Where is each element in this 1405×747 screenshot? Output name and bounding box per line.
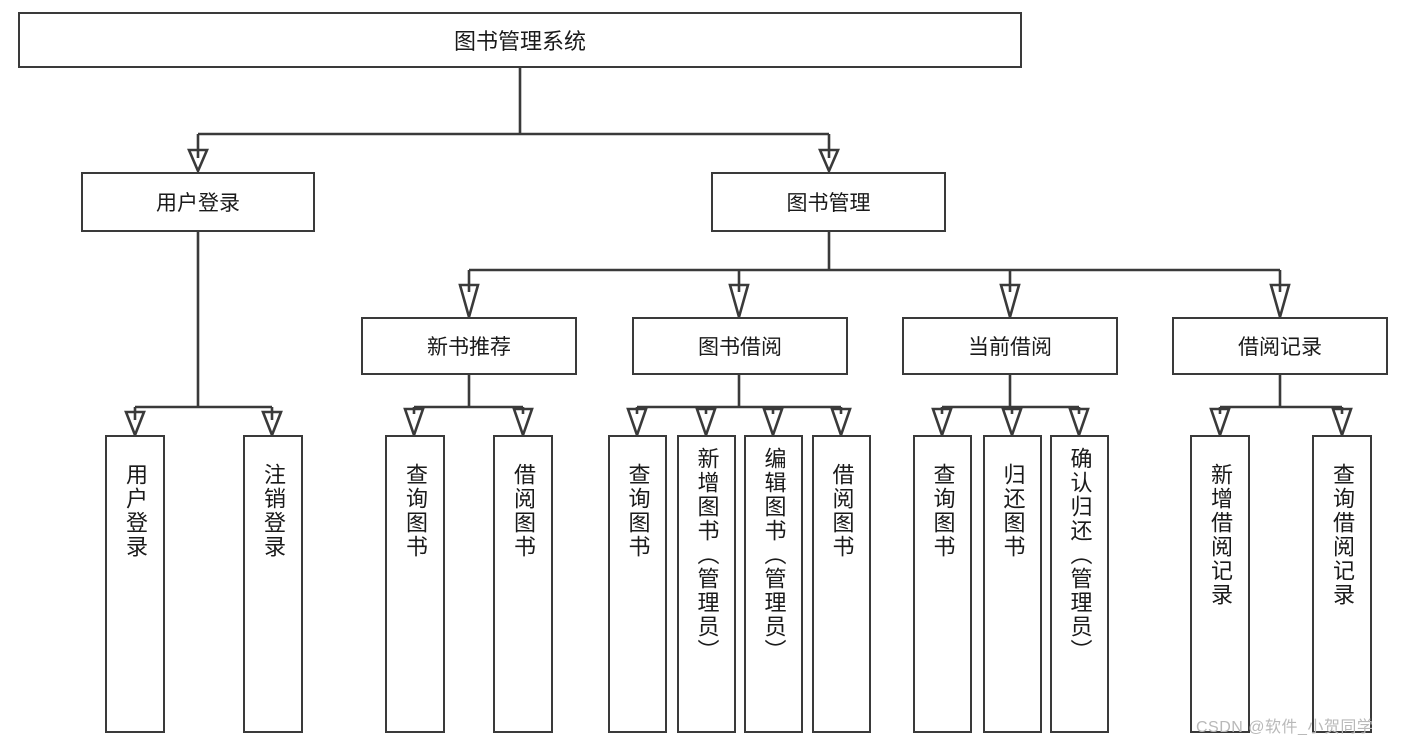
node-book-borrow[interactable]: 图书借阅 — [632, 317, 848, 375]
node-borrow-record[interactable]: 借阅记录 — [1172, 317, 1388, 375]
node-label: 借阅图书 — [829, 463, 855, 559]
leaf-user-login[interactable]: 用户登录 — [105, 435, 165, 733]
node-label: 用户登录 — [156, 192, 240, 215]
node-label: 查询图书 — [402, 463, 428, 559]
leaf-confirm-return-admin[interactable]: 确认归还（管理员） — [1050, 435, 1109, 733]
leaf-edit-book-admin[interactable]: 编辑图书（管理员） — [744, 435, 803, 733]
leaf-logout[interactable]: 注销登录 — [243, 435, 303, 733]
node-label: 查询图书 — [930, 463, 956, 559]
leaf-query-book-recommend[interactable]: 查询图书 — [385, 435, 445, 733]
node-label: 新增借阅记录 — [1207, 463, 1233, 607]
node-label: 查询借阅记录 — [1329, 463, 1355, 607]
node-new-book-recommend[interactable]: 新书推荐 — [361, 317, 577, 375]
leaf-borrow-book[interactable]: 借阅图书 — [812, 435, 871, 733]
node-label: 图书管理 — [786, 192, 871, 215]
leaf-query-book-current[interactable]: 查询图书 — [913, 435, 972, 733]
node-label: 查询图书 — [625, 463, 651, 559]
node-label: 归还图书 — [1000, 463, 1026, 559]
node-book-management[interactable]: 图书管理 — [711, 172, 946, 232]
node-label: 注销登录 — [260, 463, 286, 559]
leaf-query-book-borrow[interactable]: 查询图书 — [608, 435, 667, 733]
node-root-book-management-system[interactable]: 图书管理系统 — [18, 12, 1022, 68]
leaf-add-book-admin[interactable]: 新增图书（管理员） — [677, 435, 736, 733]
node-label: 新增图书（管理员） — [694, 447, 720, 663]
leaf-borrow-book-recommend[interactable]: 借阅图书 — [493, 435, 553, 733]
node-label: 编辑图书（管理员） — [761, 447, 787, 663]
node-label: 图书借阅 — [698, 336, 782, 359]
node-label: 新书推荐 — [427, 336, 511, 359]
node-label: 借阅记录 — [1238, 336, 1322, 359]
node-current-borrow[interactable]: 当前借阅 — [902, 317, 1118, 375]
node-user-login[interactable]: 用户登录 — [81, 172, 315, 232]
node-label: 确认归还（管理员） — [1067, 447, 1093, 663]
node-label: 借阅图书 — [510, 463, 536, 559]
leaf-return-book[interactable]: 归还图书 — [983, 435, 1042, 733]
node-label: 当前借阅 — [968, 336, 1052, 359]
leaf-add-borrow-record[interactable]: 新增借阅记录 — [1190, 435, 1250, 733]
leaf-query-borrow-record[interactable]: 查询借阅记录 — [1312, 435, 1372, 733]
node-label: 用户登录 — [122, 463, 148, 559]
node-label: 图书管理系统 — [453, 29, 586, 54]
